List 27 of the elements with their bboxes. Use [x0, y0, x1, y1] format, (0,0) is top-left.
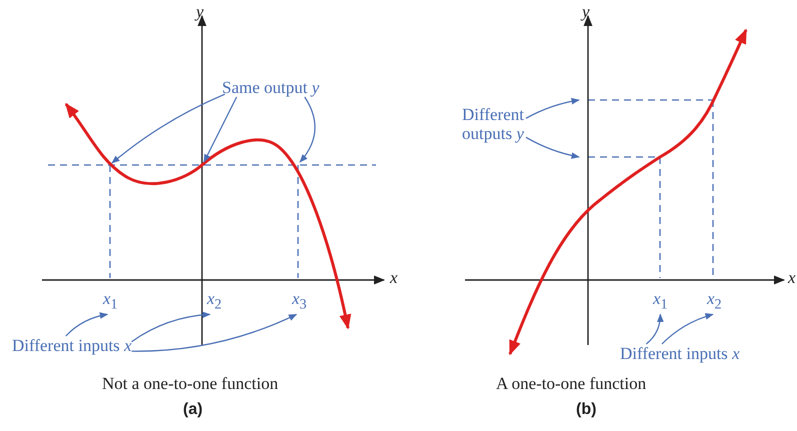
panel-label: (b): [576, 400, 596, 419]
annotation-text: Same output y: [222, 78, 320, 97]
axis-value-label: x$_{1}$: [653, 289, 668, 314]
axis-value-label: x$_{2}$: [207, 289, 222, 314]
annotation-text: Different inputs x: [620, 344, 740, 363]
leader-arrow: [299, 96, 316, 163]
leader-arrow: [203, 96, 238, 163]
axis-value-label: x$_{2}$: [707, 289, 722, 314]
leader-arrow: [661, 313, 714, 344]
axis-value-label: x$_{3}$: [292, 289, 307, 314]
axis-value-label: x$_{1}$: [103, 289, 118, 314]
leader-arrow: [131, 312, 211, 342]
axis-label: x: [788, 268, 796, 287]
leader-arrow: [111, 94, 226, 164]
axis-label: x: [390, 268, 398, 287]
panel-label: (a): [183, 400, 203, 419]
figure-caption: A one-to-one function: [496, 374, 646, 393]
leader-arrow: [526, 98, 580, 119]
annotation-text: Different outputs y: [462, 105, 526, 143]
leader-arrow: [132, 314, 298, 352]
leader-arrow: [646, 314, 664, 344]
annotation-text: Different inputs x: [12, 336, 132, 355]
figure-caption: Not a one-to-one function: [102, 374, 278, 393]
axis-label: y: [196, 2, 204, 21]
leader-arrow: [65, 312, 108, 336]
axis-label: y: [582, 2, 590, 21]
leader-arrow: [526, 136, 580, 159]
